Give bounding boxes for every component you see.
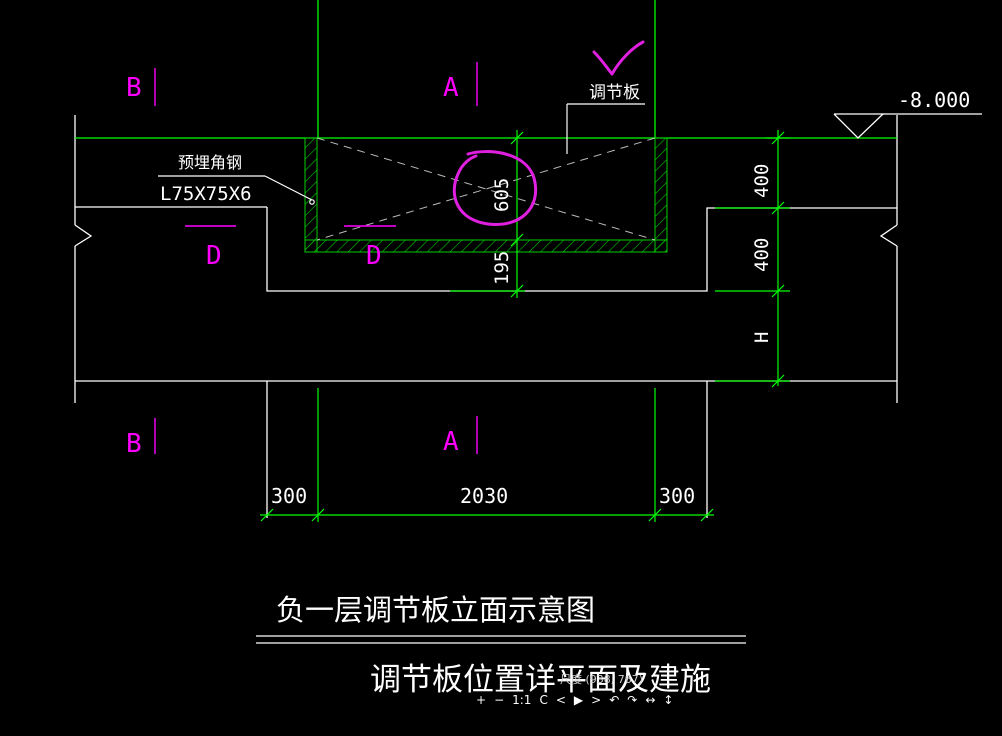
previous-button[interactable]: < (555, 693, 566, 707)
checkmark-annotation (592, 40, 645, 76)
embedded-angle-label: 预埋角钢 (178, 153, 242, 172)
label-b-top: B (126, 73, 142, 103)
drawing-title-main: 负一层调节板立面示意图 (276, 593, 595, 627)
zoom-out-button[interactable]: − (494, 693, 505, 707)
label-d-center: D (366, 241, 382, 271)
dim-right-lower: H (751, 332, 773, 343)
title-underline (256, 635, 746, 644)
play-button[interactable]: ▶ (573, 693, 584, 707)
dim-right-upper: 400 (751, 164, 773, 198)
adjust-plate-leader (566, 103, 645, 154)
reset-view-button[interactable]: C (539, 693, 548, 707)
section-markers (154, 62, 478, 454)
hand-annotations (452, 40, 645, 226)
circle-annotation (452, 150, 538, 226)
zoom-readout: 尺度 (938, 767) (560, 673, 644, 686)
drawing-title-sub: 调节板位置详平面及建施 (370, 662, 711, 698)
grid-lines-top (317, 0, 656, 138)
label-a-bottom: A (443, 427, 459, 457)
zoom-in-button[interactable]: + (476, 693, 487, 707)
rotate-left-button[interactable]: ↶ (609, 693, 620, 707)
angle-spec-label: L75X75X6 (160, 183, 252, 205)
adjust-pit (304, 137, 668, 253)
actual-size-button[interactable]: 1:1 (512, 693, 532, 707)
bottom-dimension-chain (260, 388, 714, 522)
label-a-top: A (443, 73, 459, 103)
label-d-left: D (206, 241, 222, 271)
elevation-label: -8.000 (898, 88, 970, 112)
dim-right-middle: 400 (751, 238, 773, 272)
embedded-angle-leader (158, 175, 315, 205)
dim-pit-depth: 605 (491, 178, 513, 212)
dim-bottom-offset: 195 (491, 251, 513, 285)
adjust-plate-label: 调节板 (589, 83, 640, 103)
flip-horizontal-button[interactable]: ↔ (645, 693, 656, 707)
rotate-right-button[interactable]: ↷ (627, 693, 638, 707)
elevation-marker (833, 113, 982, 139)
next-button[interactable]: > (591, 693, 602, 707)
right-dimension-chain (715, 130, 790, 388)
label-b-bottom: B (126, 429, 142, 459)
dim-bottom-center: 2030 (460, 484, 508, 508)
pit-depth-dimension (450, 130, 525, 298)
image-viewer-toolbar: + − 1:1 C < ▶ > ↶ ↷ ↔ ↕ (476, 690, 673, 710)
dim-bottom-left: 300 (271, 484, 307, 508)
flip-vertical-button[interactable]: ↕ (663, 693, 674, 707)
dim-bottom-right: 300 (659, 484, 695, 508)
